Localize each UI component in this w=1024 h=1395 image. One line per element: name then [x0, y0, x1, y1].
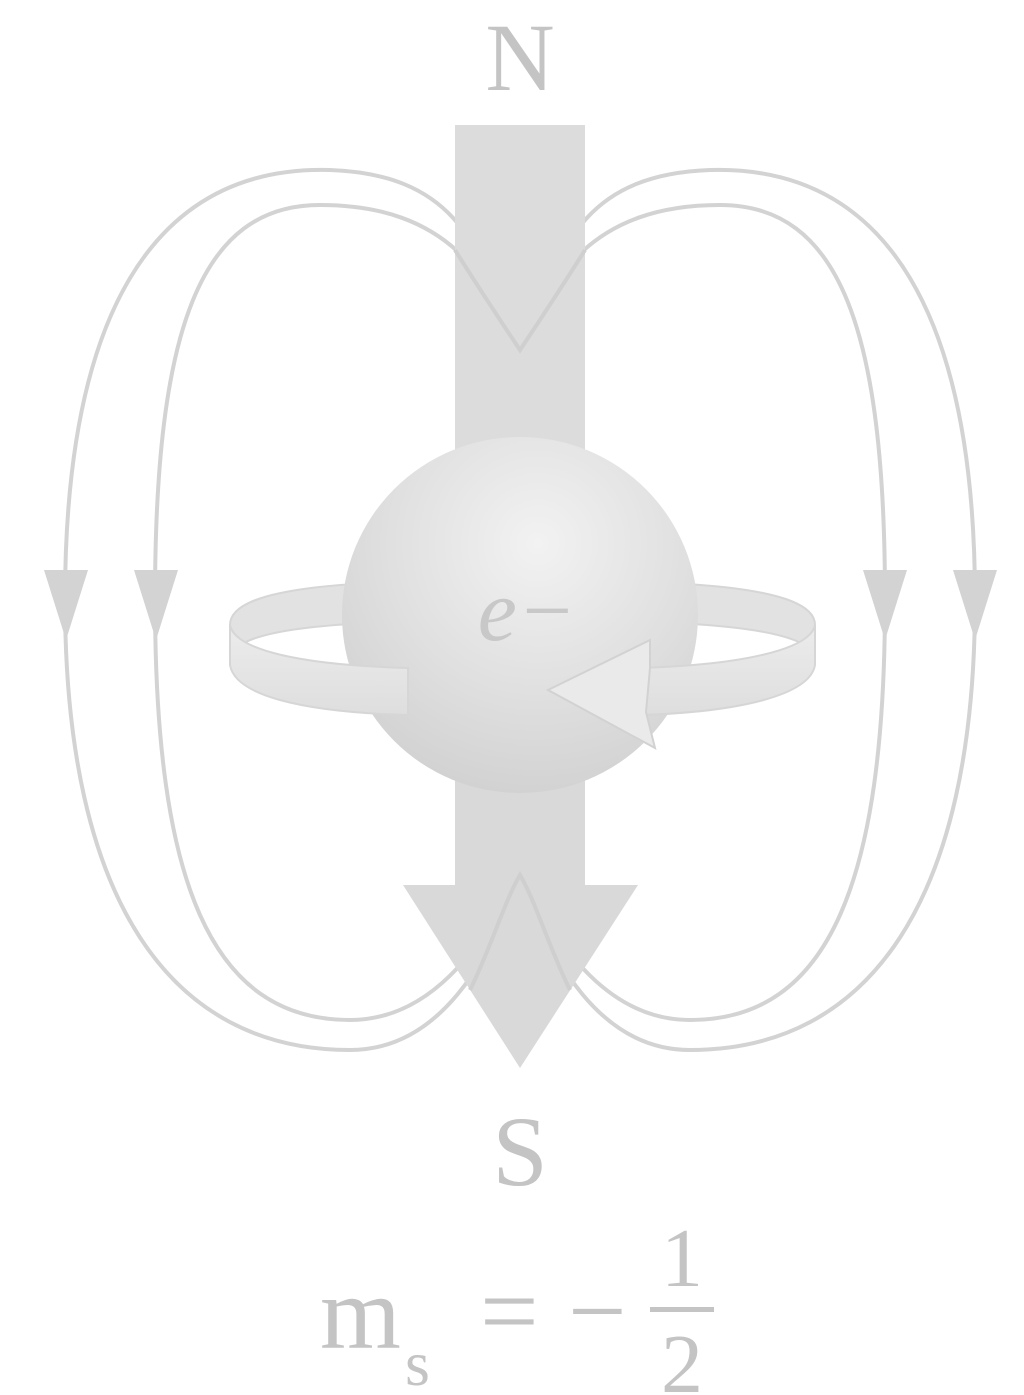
fraction-numerator: 1	[661, 1212, 703, 1305]
minus-sign: −	[568, 1254, 627, 1369]
fraction-denominator: 2	[661, 1318, 703, 1395]
spin-quantum-number-equation: m s = − 1 2	[320, 1212, 714, 1395]
moment-arrow-head	[403, 770, 638, 1068]
quantum-subscript: s	[405, 1328, 430, 1395]
quantum-symbol: m	[320, 1256, 401, 1371]
moment-arrow-shaft-top	[455, 125, 585, 455]
electron-label: e−	[478, 563, 576, 660]
south-pole-label: S	[492, 1096, 548, 1207]
arrowhead-icon	[134, 570, 178, 640]
north-pole-label: N	[485, 4, 554, 111]
arrowhead-icon	[863, 570, 907, 640]
equals-sign: =	[480, 1254, 539, 1369]
arrowhead-icon	[44, 570, 88, 640]
fraction-bar	[650, 1307, 714, 1312]
arrowhead-icon	[953, 570, 997, 640]
